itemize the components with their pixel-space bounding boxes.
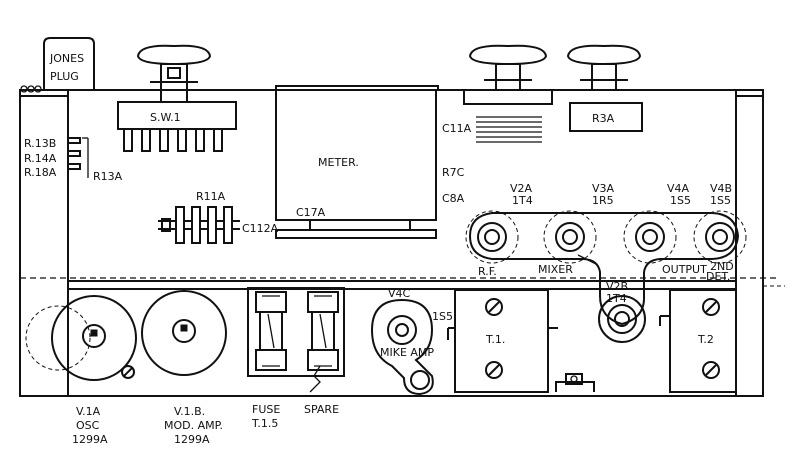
valve-v1a (25, 295, 137, 381)
capacitor-c11a: C11A (442, 44, 553, 143)
v2a-label-2: 1T4 (512, 194, 533, 207)
r11a-label: R11A (196, 190, 226, 203)
r7c-label: R7C (442, 166, 465, 179)
jones-plug-label-2: PLUG (50, 70, 79, 83)
v2b-label-2: 1T4 (606, 292, 627, 305)
v4b-label-2: 1S5 (710, 194, 731, 207)
sw1-label: S.W.1 (150, 111, 181, 124)
v2a-label-1: V2A (510, 182, 533, 195)
fuse-holder (247, 287, 345, 393)
v4b-label-1: V4B (710, 182, 732, 195)
screw-icon (121, 365, 135, 379)
jones-plug: JONES PLUG (43, 37, 95, 90)
t1-label: T.1. (485, 333, 505, 346)
output-label: OUTPUT (662, 263, 707, 276)
valve-strip (465, 210, 747, 343)
valve-v4c (370, 298, 434, 396)
v3a-label-1: V3A (592, 182, 615, 195)
c8a-label: C8A (442, 192, 465, 205)
c112a-label: C112A (242, 222, 279, 235)
r18a-label: R.18A (24, 166, 57, 179)
v2b-label-1: V2B (606, 280, 628, 293)
transformer-t2 (659, 289, 737, 393)
r13a-label: R13A (93, 170, 123, 183)
v1b-label-3: 1299A (174, 433, 210, 446)
c17a-label: C17A (296, 206, 326, 219)
fuse-label-2: T.1.5 (251, 417, 278, 430)
jones-plug-label-1: JONES (49, 52, 84, 65)
v4a-label-1: V4A (667, 182, 690, 195)
meter: METER. C17A (275, 85, 439, 239)
resistor-r11a: R11A C112A (158, 190, 279, 244)
v1a-label-2: OSC (76, 419, 100, 432)
t2-label: T.2 (697, 333, 714, 346)
v1a-label-1: V.1A (76, 405, 101, 418)
v1s5-label: 1S5 (432, 310, 453, 323)
switch-sw1: S.W.1 (117, 44, 237, 152)
fuse-label-1: FUSE (252, 403, 280, 416)
r14a-label: R.14A (24, 152, 57, 165)
v1b-label-2: MOD. AMP. (164, 419, 223, 432)
v3a-label-2: 1R5 (592, 194, 614, 207)
second-det-label-2: DET. (706, 270, 730, 283)
v1b-label-1: V.1.B. (174, 405, 205, 418)
c11a-label: C11A (442, 122, 472, 135)
v4a-label-2: 1S5 (670, 194, 691, 207)
second-det-label-1: 2ND (710, 260, 734, 273)
r13b-label: R.13B (24, 137, 56, 150)
meter-label: METER. (318, 156, 359, 169)
spare-label: SPARE (304, 403, 339, 416)
mike-amp-label: MIKE AMP (380, 346, 434, 359)
r3a-label: R3A (592, 112, 615, 125)
resistor-group-r13: R.13B R.14A R.18A R13A (24, 137, 123, 183)
mixer-label: MIXER (538, 263, 573, 276)
ground-lug (555, 373, 595, 392)
resistor-r3a: R3A (566, 44, 643, 132)
v4c-label: V4C (388, 287, 411, 300)
rf-label: R.F. (478, 265, 497, 278)
v1a-label-3: 1299A (72, 433, 108, 446)
valve-v1b (141, 290, 227, 376)
transformer-t1 (447, 289, 558, 393)
